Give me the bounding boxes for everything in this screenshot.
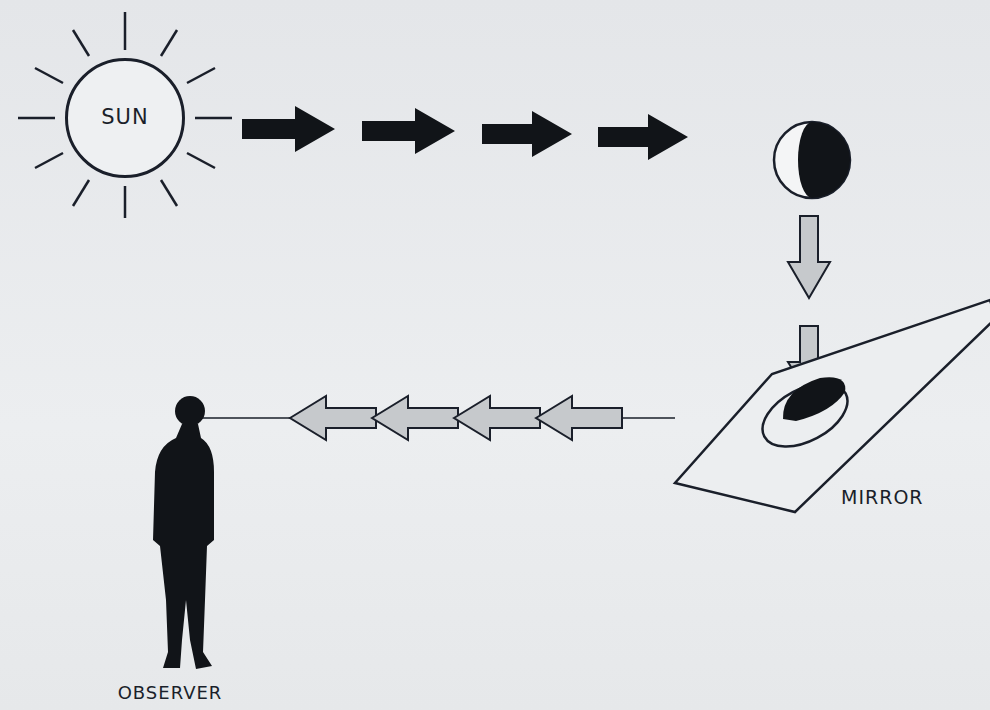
block-arrow xyxy=(290,396,376,440)
observer-figure: OBSERVER xyxy=(95,395,245,710)
light-ray-connector xyxy=(245,396,675,440)
node-outline xyxy=(675,300,990,515)
block-arrow xyxy=(454,396,540,440)
sun-rays xyxy=(18,12,232,218)
block-arrow xyxy=(372,396,458,440)
block-arrow xyxy=(536,396,622,440)
mirror-plane: MIRROR xyxy=(675,300,990,515)
sunlight-arrows xyxy=(242,106,688,160)
moon-symbol xyxy=(774,122,850,198)
node-label: OBSERVER xyxy=(95,682,245,703)
node-outline xyxy=(95,395,245,710)
node-label: SUN xyxy=(68,105,182,129)
node-label: MIRROR xyxy=(841,486,951,508)
sun-circle: SUN xyxy=(65,58,185,178)
